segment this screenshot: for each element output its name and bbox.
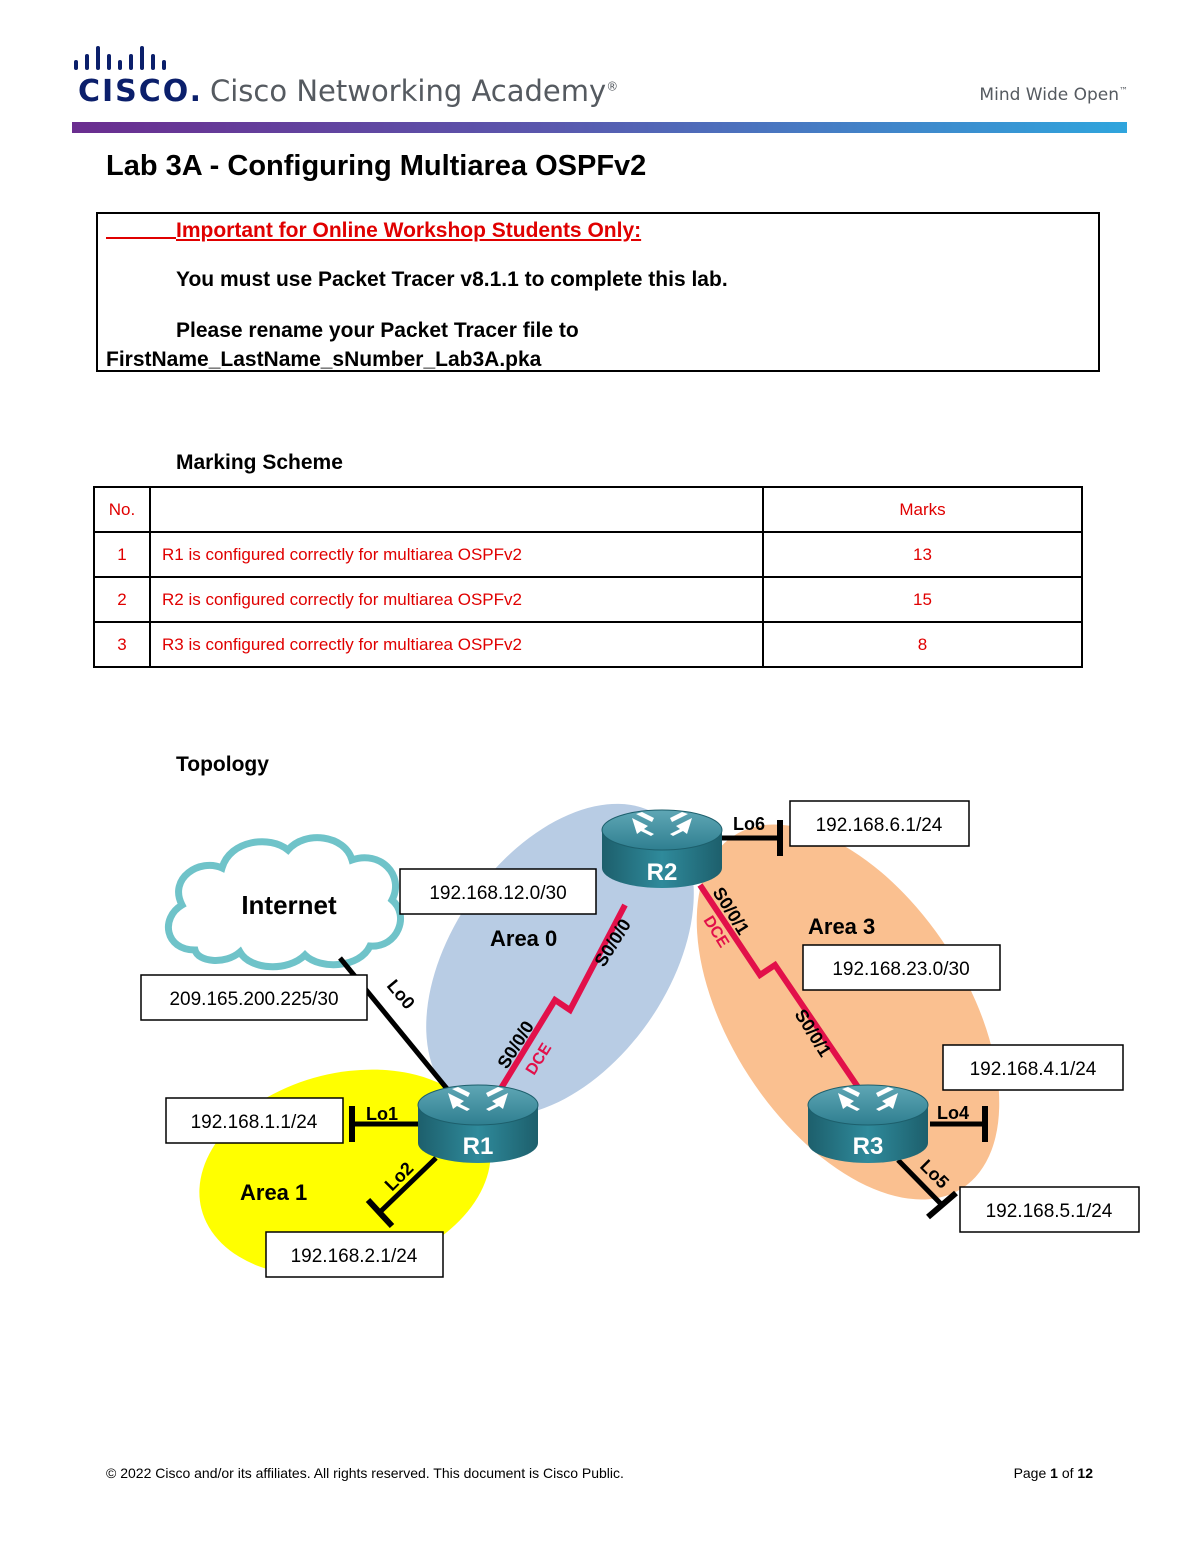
serial-r1-r2: [497, 903, 628, 1092]
document-title: Lab 3A - Configuring Multiarea OSPFv2: [106, 150, 647, 182]
lo4-label: Lo4: [937, 1103, 969, 1123]
row-marks: 13: [762, 531, 1083, 578]
col-desc: [149, 486, 764, 533]
addr-lo2-box: 192.168.2.1/24: [265, 1231, 444, 1278]
row-desc: R3 is configured correctly for multiarea…: [149, 621, 764, 668]
page-number: Page 1 of 12: [1013, 1465, 1093, 1481]
lo0-label: Lo0: [383, 976, 419, 1013]
addr-lo4-box: 192.168.4.1/24: [942, 1044, 1124, 1091]
addr-lo5: 192.168.5.1/24: [986, 1201, 1113, 1222]
notice-rename-line: Please rename your Packet Tracer file to: [176, 319, 579, 342]
notice-filename: FirstName_LastName_sNumber_Lab3A.pka: [106, 348, 542, 371]
addr-lo1: 192.168.1.1/24: [191, 1112, 318, 1133]
area0-label: Area 0: [490, 926, 557, 951]
addr-lo2: 192.168.2.1/24: [291, 1246, 418, 1267]
notice-box: [96, 212, 1100, 372]
row-no: 2: [93, 576, 151, 623]
addr-net23-box: 192.168.23.0/30: [802, 944, 1001, 991]
row-desc: R1 is configured correctly for multiarea…: [149, 531, 764, 578]
row-marks: 15: [762, 576, 1083, 623]
cloud-label: Internet: [241, 890, 337, 920]
link-r3-lo5: [896, 1158, 944, 1207]
table-row: 3 R3 is configured correctly for multiar…: [93, 621, 1083, 668]
router-r1-label: R1: [463, 1133, 494, 1160]
topology-heading: Topology: [176, 753, 269, 776]
marking-heading: Marking Scheme: [176, 451, 343, 474]
lo1-label: Lo1: [366, 1104, 398, 1124]
notice-heading: Important for Online Workshop Students O…: [106, 219, 641, 243]
tagline: Mind Wide Open™: [979, 85, 1128, 105]
router-r3-label: R3: [853, 1133, 884, 1160]
router-r2: [601, 809, 723, 888]
addr-lo1-box: 192.168.1.1/24: [165, 1097, 344, 1144]
addr-net12: 192.168.12.0/30: [429, 883, 566, 904]
topology-diagram: Internet R1 R2 R3 Area 0 Area 1 Area 3 L…: [140, 800, 1140, 1278]
academy-name: Cisco Networking Academy®: [210, 74, 619, 108]
row-no: 1: [93, 531, 151, 578]
notice-version-line: You must use Packet Tracer v8.1.1 to com…: [176, 268, 728, 291]
addr-isp: 209.165.200.225/30: [169, 989, 338, 1010]
lo5-stub: [926, 1190, 958, 1220]
lo2-stub: [365, 1197, 395, 1229]
cisco-logo-word: CISCO.: [78, 74, 204, 109]
addr-net12-box: 192.168.12.0/30: [399, 868, 597, 915]
internet-cloud-icon: [164, 834, 404, 971]
table-header-row: No. Marks: [93, 486, 1083, 533]
row-desc: R2 is configured correctly for multiarea…: [149, 576, 764, 623]
link-r1-lo2: [378, 1156, 438, 1214]
lo6-label: Lo6: [733, 814, 765, 834]
row-marks: 8: [762, 621, 1083, 668]
area3-label: Area 3: [808, 914, 875, 939]
table-row: 2 R2 is configured correctly for multiar…: [93, 576, 1083, 623]
addr-lo4: 192.168.4.1/24: [970, 1059, 1097, 1080]
area1-label: Area 1: [240, 1180, 307, 1205]
addr-lo5-box: 192.168.5.1/24: [959, 1186, 1140, 1233]
col-marks: Marks: [762, 486, 1083, 533]
addr-isp-box: 209.165.200.225/30: [140, 974, 368, 1021]
brand-bar: [72, 122, 1127, 133]
router-r2-label: R2: [647, 859, 678, 886]
col-no: No.: [93, 486, 151, 533]
table-row: 1 R1 is configured correctly for multiar…: [93, 531, 1083, 578]
addr-lo6-box: 192.168.6.1/24: [789, 800, 970, 847]
router-r3: [807, 1084, 929, 1163]
row-no: 3: [93, 621, 151, 668]
serial-r2-r3: [697, 883, 863, 1092]
addr-net23: 192.168.23.0/30: [832, 959, 969, 980]
addr-lo6: 192.168.6.1/24: [816, 815, 943, 836]
router-r1: [417, 1084, 539, 1163]
marking-table: No. Marks 1 R1 is configured correctly f…: [93, 486, 1083, 668]
footer-copyright: © 2022 Cisco and/or its affiliates. All …: [106, 1465, 624, 1481]
cisco-bars-icon: [74, 46, 166, 70]
